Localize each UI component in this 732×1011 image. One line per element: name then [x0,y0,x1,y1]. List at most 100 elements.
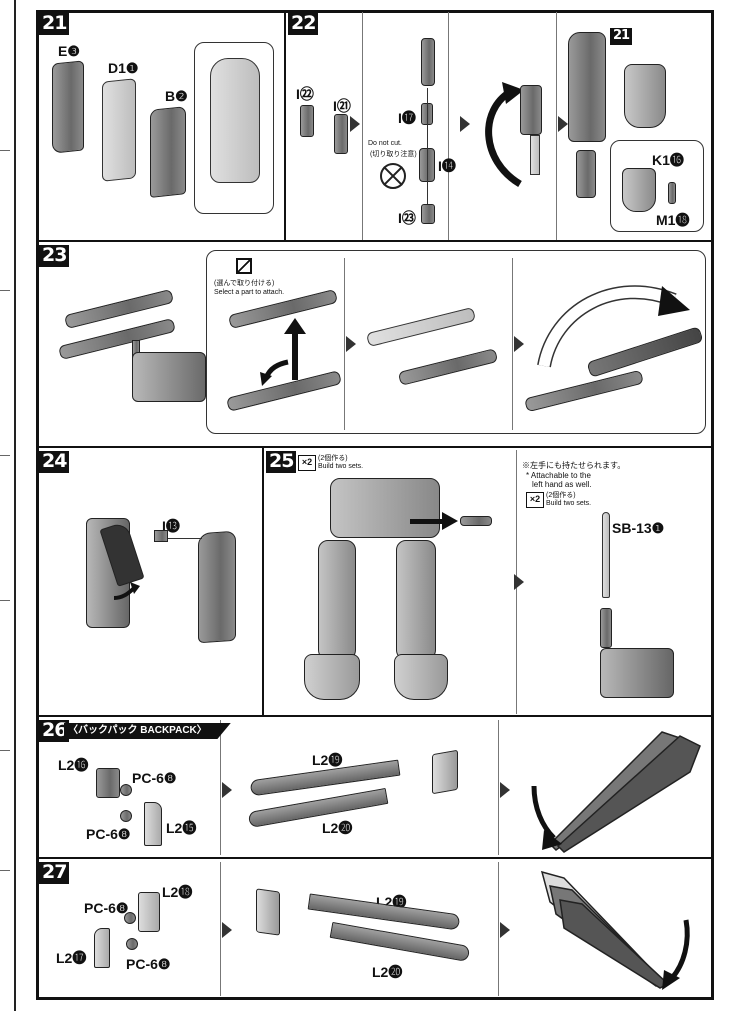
note-select-jp: (選んで取り付ける) [214,280,275,287]
instruction-page-frame [36,10,714,1000]
part-label-l219: L2⓳ [312,752,343,768]
part-label-i14: I⓮ [438,158,456,174]
rotate-arrow-icon [485,82,524,187]
sets-note-en: Build two sets. [546,500,592,507]
completed-view-box [194,42,274,214]
do-not-cut-icon [380,163,406,189]
swing-arrow-icon [537,285,690,368]
next-arrow-icon [346,336,356,352]
part-label-m18: M1⓲ [656,212,690,228]
part-label-sb13: SB-13❶ [612,520,665,536]
row-divider [36,446,714,448]
build-two-sets-icon: ×2 [298,455,316,471]
part-b2-drawing [150,106,186,198]
step-number-21: 21 [39,13,70,35]
shield-assembly-drawing [568,32,606,142]
part-i21-drawing [334,114,348,154]
note-do-not-cut: Do not cut. [368,140,402,147]
beam-saber-blade-drawing [602,512,610,598]
row-divider [36,857,714,859]
mobile-suit-torso-drawing [330,478,440,538]
sets-note-jp: (2個作る) [546,492,576,499]
substep-divider [498,862,499,996]
step-number-22: 22 [288,13,319,35]
substep-divider [512,258,513,430]
polycap-drawing [126,938,138,950]
part-label-i23: I㉓ [398,210,416,226]
step-number-24: 24 [39,451,70,473]
subassembly-box [610,140,704,232]
part-label-i17: I⓱ [398,110,416,126]
backpack-wings-assembled-drawing [531,731,701,853]
part-label-l215: L2⓯ [166,820,197,836]
part-k16-drawing [622,168,656,212]
beam-saber-hilt-drawing [460,516,492,526]
part-m18-drawing [668,182,676,204]
next-arrow-icon [500,922,510,938]
row-divider [36,715,714,717]
completed-shield-drawing [210,58,260,183]
shield-complete-drawing [198,530,236,644]
part-l216-drawing [96,768,120,798]
part-joint-top-drawing [421,38,435,86]
note-select-en: Select a part to attach. [214,289,285,296]
col-divider [284,10,286,242]
part-i23-drawing [421,204,435,224]
step-number-25: 25 [266,451,297,473]
next-arrow-icon [222,922,232,938]
substep-divider [556,12,557,240]
row-divider [36,240,714,242]
part-label-i22: I㉒ [296,86,314,102]
polycap-drawing [120,784,132,796]
part-label-k16: K1⓰ [652,152,684,168]
reference-step-21: 21 [610,28,633,45]
mobile-suit-leg-left-drawing [318,540,356,660]
part-label-b2: B❷ [165,88,188,104]
part-label-l217: L2⓱ [56,950,87,966]
substep-divider [220,862,221,996]
part-label-pc6-top: PC-6❽ [132,770,177,786]
assembly-guide-line [168,538,202,539]
substep-divider [448,12,449,240]
mobile-suit-foot-right-drawing [394,654,448,700]
substep-divider [498,720,499,855]
next-arrow-icon [500,782,510,798]
step-number-26: 26 [39,720,70,742]
note-do-not-cut-jp: (切り取り注意) [370,151,417,158]
edge-tick [0,870,10,871]
backpack-mount-drawing [256,888,280,936]
part-label-l220: L2⓴ [322,820,353,836]
section-banner-backpack: 〈バックパック BACKPACK〉 [64,723,231,739]
backpack-wings-folded-drawing [540,870,690,990]
mobile-suit-leg-right-drawing [396,540,436,660]
mobile-suit-foot-left-drawing [304,654,360,700]
edge-tick [0,750,10,751]
part-label-l216: L2⓰ [58,757,89,773]
hand-drawing [600,648,674,698]
part-label-pc6-right: PC-6❽ [126,956,171,972]
step-number-27: 27 [39,862,70,884]
part-l218-drawing [138,892,160,932]
optional-parts-box [206,250,706,434]
next-arrow-icon [222,782,232,798]
edge-tick [0,290,10,291]
assembled-joint-drawing [520,85,542,135]
insert-arrow-icon [410,512,458,530]
joint-assembly-drawing [576,150,596,198]
col-divider [262,446,264,716]
part-label-e3: E❸ [58,43,80,59]
part-label-l218: L2⓲ [162,884,193,900]
part-label-pc6-bottom: PC-6❽ [86,826,131,842]
beam-saber-handle-drawing [600,608,612,648]
next-arrow-icon [460,116,470,132]
substep-divider [362,12,363,240]
edge-tick [0,600,10,601]
part-i22-drawing [300,105,314,137]
substep-divider [344,258,345,430]
part-label-l220: L2⓴ [372,964,403,980]
substep-divider [220,720,221,855]
next-arrow-icon [350,116,360,132]
left-hand-note-en-2: left hand as well. [532,480,592,489]
build-two-sets-icon: ×2 [526,492,544,508]
next-arrow-icon [514,336,524,352]
